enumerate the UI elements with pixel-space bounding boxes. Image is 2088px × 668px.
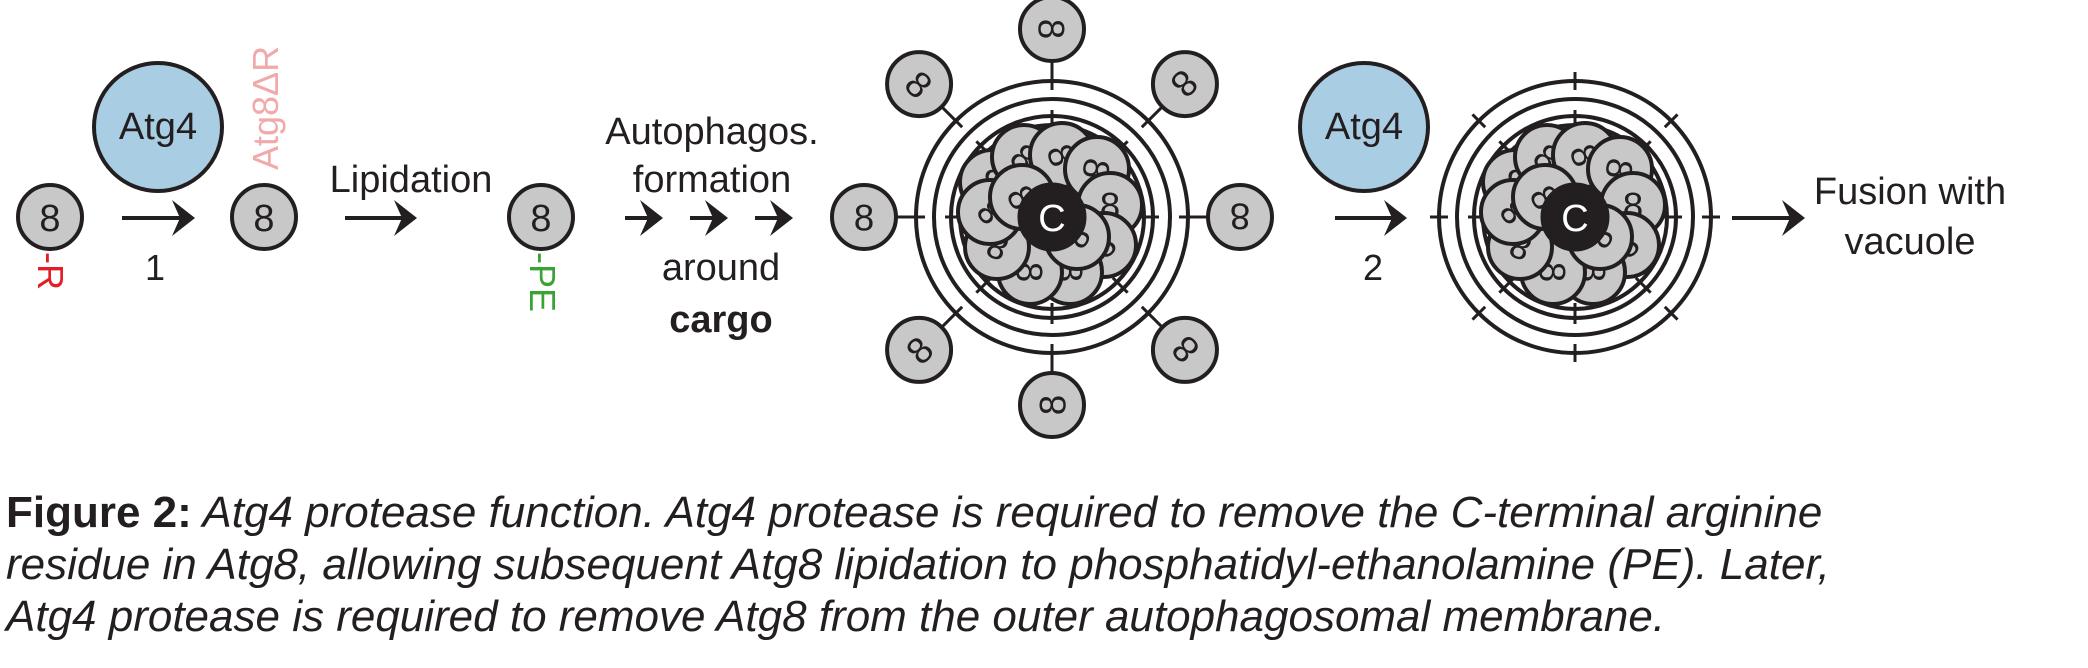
auto1-outer-atg8-4-label: 8 (1032, 395, 1073, 415)
auto1-outer-atg8-4: 8 (1018, 371, 1086, 439)
lipidation-arrow (345, 200, 417, 236)
auto1-outer-atg8-0-label: 8 (1031, 19, 1072, 39)
caption-line-1: Figure 2: Atg4 protease function. Atg4 p… (6, 487, 2086, 539)
atg4-label-2: Atg4 (1325, 106, 1403, 148)
caption-line-2: residue in Atg8, allowing subsequent Atg… (6, 540, 1830, 589)
atg8-label-1: 8 (39, 198, 60, 240)
formation-label: formation (633, 159, 791, 201)
step1-arrow: 1 (122, 200, 195, 288)
formation-arrows (625, 200, 793, 236)
caption-figure-label: Figure 2: (6, 488, 192, 537)
auto1-outer-atg8-2-label: 8 (1230, 196, 1250, 237)
pe-tag-label: -PE (522, 252, 563, 312)
atg8-label-2: 8 (253, 198, 274, 240)
atg4-enzyme-1: Atg4 (92, 61, 224, 193)
atg8-label-3: 8 (530, 198, 551, 240)
auto1-outer-atg8-5: 8 (885, 315, 954, 384)
atg4-enzyme-2: Atg4 (1298, 61, 1430, 193)
auto1-cargo: C (1017, 182, 1087, 252)
autophagosome-with-outer-atg8: 888888888888C88888888 (830, 0, 1274, 439)
step2-arrow: 2 (1335, 200, 1407, 288)
r-tag-label: -R (30, 252, 71, 290)
caption-text-1: Atg4 protease function. Atg4 protease is… (191, 488, 1823, 537)
fusion-line2-label: vacuole (1845, 221, 1976, 263)
auto1-outer-atg8-1: 8 (1150, 50, 1219, 119)
lipidation-label: Lipidation (330, 159, 493, 201)
step1-number: 1 (145, 247, 165, 288)
atg8-cleaved: 8 (230, 183, 298, 251)
caption-line-3: Atg4 protease is required to remove Atg8… (6, 592, 1666, 641)
atg8-with-r: 8 -R (16, 183, 84, 290)
auto1-outer-atg8-6: 8 (830, 183, 898, 251)
autophagosome-outer-atg8-removed: 888888888888C (1430, 72, 1720, 362)
auto1-outer-atg8-2: 8 (1206, 183, 1274, 251)
atg8-delta-r-label: Atg8ΔR (245, 46, 286, 170)
autophagos-label: Autophagos. (605, 111, 818, 153)
step2-number: 2 (1363, 247, 1383, 288)
atg8-pe: 8 -PE (507, 183, 575, 312)
atg4-pathway-diagram: 8 -R 1 Atg4 Atg8ΔR 8 Lipidation 8 -PE Au… (16, 0, 2006, 439)
auto1-outer-atg8-0: 8 (1018, 0, 1086, 63)
auto2-cargo-label: C (1561, 198, 1588, 240)
atg4-label-1: Atg4 (119, 106, 197, 148)
auto1-cargo-label: C (1038, 198, 1065, 240)
auto1-outer-atg8-6-label: 8 (854, 197, 874, 238)
auto1-outer-atg8-3: 8 (1150, 315, 1219, 384)
auto1-outer-atg8-7: 8 (885, 50, 954, 119)
figure-caption: Figure 2: Atg4 protease function. Atg4 p… (6, 487, 2086, 643)
auto2-cargo: C (1540, 182, 1610, 252)
around-label: around (662, 247, 780, 289)
fusion-line1-label: Fusion with (1814, 171, 2006, 213)
fusion-arrow (1732, 200, 1805, 236)
cargo-word-label: cargo (669, 299, 772, 341)
